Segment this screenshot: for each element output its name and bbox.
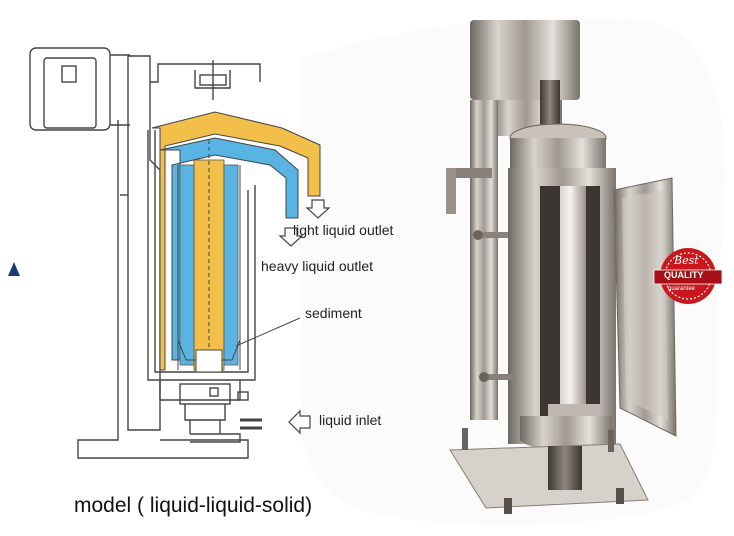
badge-line1: Best [674, 254, 699, 267]
sediment-leader [235, 317, 301, 347]
outlet-arrows [278, 199, 331, 435]
liquid-inlet-label: liquid inlet [319, 412, 382, 428]
badge-line3: guarantee [668, 286, 696, 292]
edge-mark [8, 262, 20, 276]
inlet-arrow [288, 409, 311, 435]
light-outlet-arrow [305, 199, 331, 219]
model-caption: model ( liquid-liquid-solid) [74, 494, 313, 517]
light-liquid-outlet-label: light liquid outlet [293, 222, 394, 238]
light-liquid-path [151, 111, 321, 371]
heavy-outlet-arrow [278, 227, 304, 247]
heavy-liquid-outlet-label: heavy liquid outlet [261, 258, 374, 274]
sediment-label: sediment [305, 305, 362, 321]
heavy-liquid-path [159, 137, 299, 366]
bowl-internals [177, 140, 241, 373]
badge-line2: QUALITY [664, 270, 704, 280]
quality-badge [653, 248, 723, 304]
centrifuge-photo [446, 20, 677, 514]
